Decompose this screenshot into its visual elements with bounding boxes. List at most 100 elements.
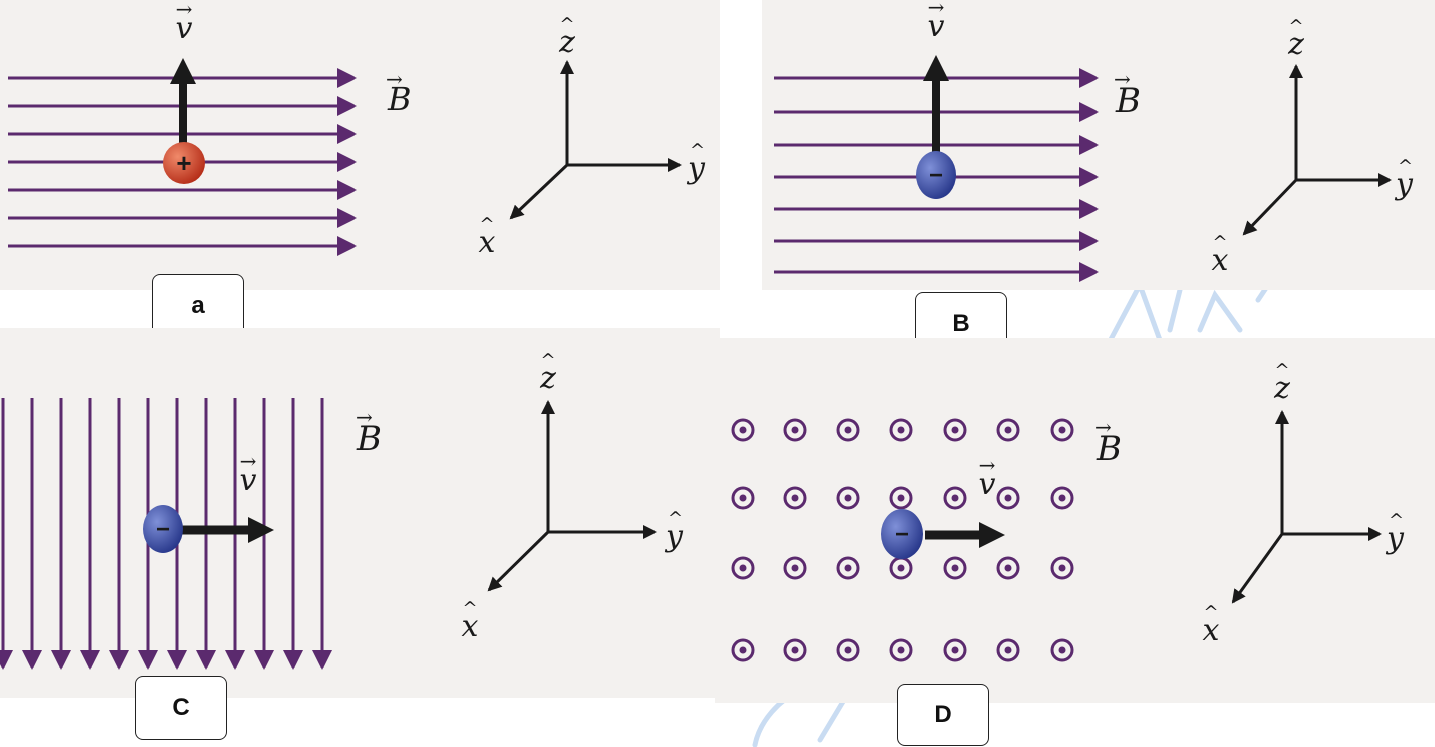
panel-b: − v → B → z ^ y ^ x ^ — [762, 0, 1435, 300]
field-dot-out-of-page — [943, 418, 967, 442]
panel-c: − v → B → z ^ y ^ x ^ — [0, 318, 720, 698]
charge-sign-b: − — [929, 162, 943, 189]
field-dot-center — [791, 646, 799, 654]
field-dot-out-of-page — [943, 556, 967, 580]
field-label-c: B — [356, 419, 382, 459]
hat-icon: ^ — [1212, 232, 1227, 253]
field-dot-out-of-page — [836, 556, 860, 580]
axis-x-label-a: x — [479, 225, 496, 260]
field-label-d: B — [1096, 429, 1122, 469]
axes-d — [1231, 410, 1382, 604]
axis-z-label-d: z — [1273, 371, 1290, 406]
charge-sign-c: − — [156, 516, 170, 543]
panel-label-d: D — [897, 684, 989, 746]
velocity-label-c: v — [240, 463, 257, 498]
field-dot-center — [791, 426, 799, 434]
field-dot-out-of-page — [731, 638, 755, 662]
axis-z-label-b: z — [1287, 27, 1304, 62]
field-dot-center — [791, 494, 799, 502]
axes-a — [509, 60, 682, 220]
field-label-b: B — [1115, 81, 1141, 121]
field-dot-out-of-page — [943, 638, 967, 662]
axes-b — [1242, 64, 1392, 236]
field-dot-center — [951, 426, 959, 434]
axis-y-label-a: y — [686, 151, 706, 186]
field-dot-out-of-page — [731, 556, 755, 580]
hat-icon: ^ — [559, 14, 574, 35]
field-dot-out-of-page — [996, 418, 1020, 442]
field-dot-center — [1004, 494, 1012, 502]
field-dot-out-of-page — [731, 418, 755, 442]
field-dot-out-of-page — [1050, 556, 1074, 580]
field-dot-center — [897, 494, 905, 502]
field-dot-out-of-page — [1050, 486, 1074, 510]
field-dot-out-of-page — [996, 556, 1020, 580]
field-dot-center — [791, 564, 799, 572]
field-dot-center — [1058, 494, 1066, 502]
axis-x-label-d: x — [1203, 613, 1220, 648]
panel-a-background — [0, 0, 720, 290]
vector-arrow-icon: → — [240, 449, 257, 473]
field-dot-out-of-page — [783, 418, 807, 442]
field-dot-center — [1004, 564, 1012, 572]
field-dot-out-of-page — [836, 486, 860, 510]
field-dot-out-of-page — [889, 418, 913, 442]
field-dot-out-of-page — [889, 486, 913, 510]
vector-arrow-icon: → — [386, 67, 403, 91]
field-dot-out-of-page — [783, 638, 807, 662]
panel-d: − v → B → z ^ y ^ x ^ — [715, 338, 1435, 708]
charge-sign-d: − — [895, 521, 909, 548]
field-dot-out-of-page — [836, 638, 860, 662]
field-dot-out-of-page — [783, 486, 807, 510]
field-dot-center — [739, 646, 747, 654]
velocity-label-b: v — [928, 9, 945, 44]
field-dot-out-of-page — [1050, 418, 1074, 442]
panel-d-figure: − v → B → z ^ y ^ x ^ — [715, 338, 1435, 703]
panel-label-c: C — [135, 676, 227, 740]
axis-z-label-c: z — [539, 361, 556, 396]
field-dot-center — [897, 426, 905, 434]
field-dot-center — [1004, 426, 1012, 434]
hat-icon: ^ — [1288, 16, 1303, 37]
negative-charge-d — [881, 509, 923, 559]
vector-arrow-icon: → — [928, 0, 945, 19]
panel-a-figure: + v → B → z ^ y ^ x ^ — [0, 0, 720, 290]
field-dot-center — [739, 564, 747, 572]
hat-icon: ^ — [479, 214, 494, 235]
hat-icon: ^ — [540, 350, 555, 371]
negative-charge-b — [916, 151, 956, 199]
field-dot-center — [1058, 564, 1066, 572]
field-dot-center — [951, 646, 959, 654]
hat-icon: ^ — [1389, 510, 1404, 531]
field-dot-out-of-page — [889, 638, 913, 662]
field-dot-center — [844, 564, 852, 572]
field-dot-center — [897, 646, 905, 654]
axis-y-label-b: y — [1394, 167, 1414, 202]
field-dot-center — [1058, 426, 1066, 434]
field-dot-center — [844, 426, 852, 434]
vector-arrow-icon: → — [176, 0, 193, 21]
axis-z-label-a: z — [558, 25, 575, 60]
field-dot-center — [1058, 646, 1066, 654]
axes-c — [487, 400, 657, 592]
hat-icon: ^ — [1398, 156, 1413, 177]
panel-d-background — [715, 338, 1435, 703]
field-dot-center — [951, 494, 959, 502]
field-dot-center — [844, 494, 852, 502]
field-dot-out-of-page — [943, 486, 967, 510]
field-dot-out-of-page — [1050, 638, 1074, 662]
panel-label-a: a — [152, 274, 244, 338]
vector-arrow-icon: → — [356, 405, 373, 429]
field-dot-out-of-page — [783, 556, 807, 580]
vector-arrow-icon: → — [1114, 67, 1131, 91]
hat-icon: ^ — [690, 140, 705, 161]
field-dot-center — [1004, 646, 1012, 654]
field-dot-center — [951, 564, 959, 572]
vector-arrow-icon: → — [979, 453, 996, 477]
field-dot-out-of-page — [996, 638, 1020, 662]
field-dot-center — [739, 494, 747, 502]
hat-icon: ^ — [668, 508, 683, 529]
panel-b-figure: − v → B → z ^ y ^ x ^ — [762, 0, 1435, 290]
panel-c-figure: − v → B → z ^ y ^ x ^ — [0, 328, 720, 698]
field-dots-d — [731, 418, 1074, 662]
